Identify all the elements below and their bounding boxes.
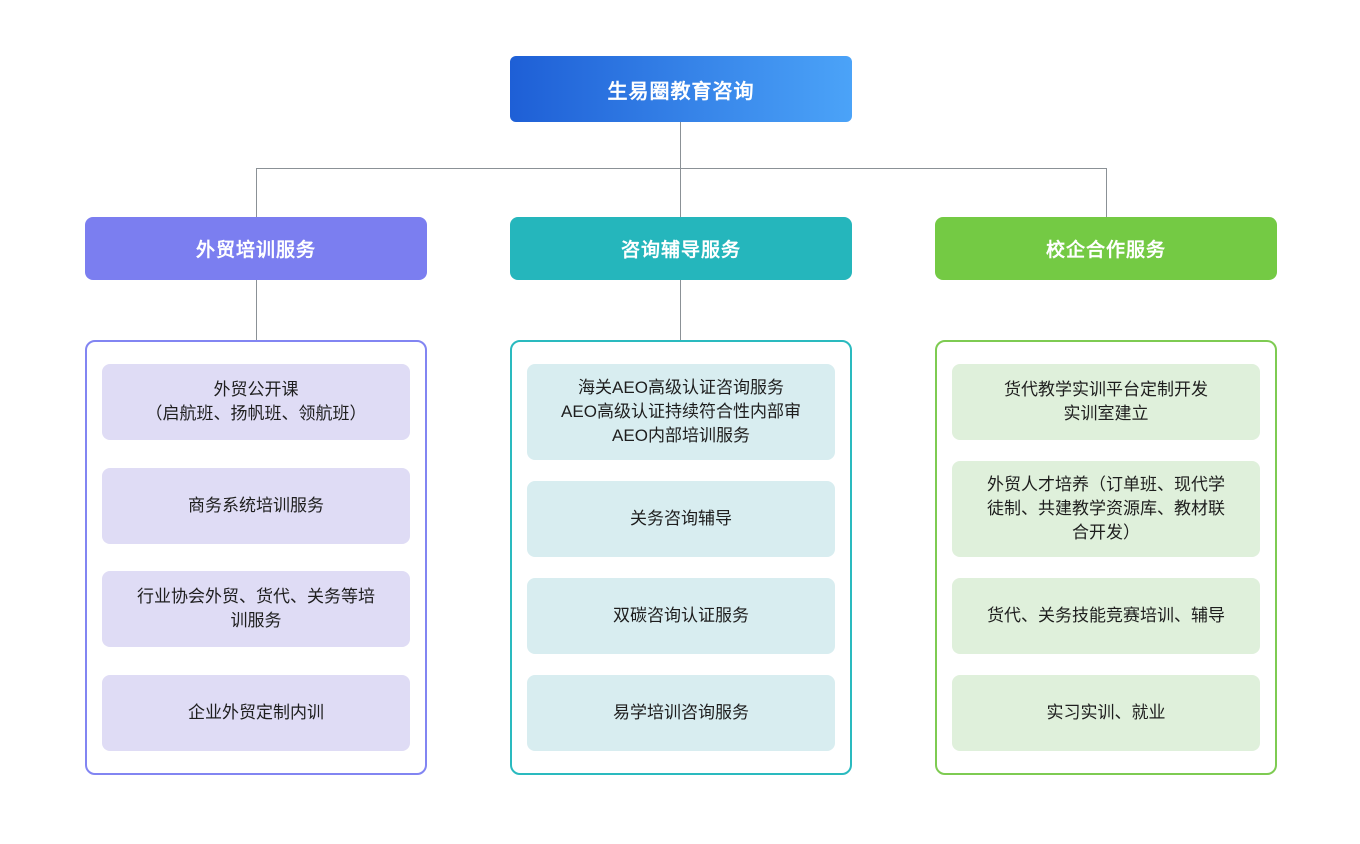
leaf-node-label: 外贸公开课 [213,380,299,399]
branch-header-label: 外贸培训服务 [195,240,316,261]
leaf-node: 企业外贸定制内训 [102,674,410,751]
root-node: 生易圈教育咨询 [510,56,852,122]
leaf-node-label: 行业协会外贸、货代、关务等培训服务 [137,587,375,631]
connector-root-drop [680,122,681,168]
leaf-node: 双碳咨询认证服务 [527,578,835,654]
leaf-node-label: 企业外贸定制内训 [188,702,324,722]
connector-horizontal-bus [256,168,1106,169]
branch-header-label: 校企合作服务 [1045,240,1166,261]
leaf-node: 外贸公开课 （启航班、扬帆班、领航班） [102,364,410,440]
leaf-node-label: AEO高级认证持续符合性内部审 [561,402,801,421]
branch-group-school-enterprise: 货代教学实训平台定制开发 实训室建立 外贸人才培养（订单班、现代学徒制、共建教学… [935,340,1277,775]
branch-header-school-enterprise: 校企合作服务 [935,217,1277,280]
leaf-node-label: AEO内部培训服务 [612,426,750,445]
leaf-node-label: 实习实训、就业 [1046,703,1166,722]
leaf-node-label: 易学培训咨询服务 [613,703,749,722]
leaf-node: 货代教学实训平台定制开发 实训室建立 [952,364,1260,440]
leaf-node: 海关AEO高级认证咨询服务 AEO高级认证持续符合性内部审 AEO内部培训服务 [527,364,835,460]
leaf-node: 易学培训咨询服务 [527,675,835,751]
leaf-node-label: 商务系统培训服务 [188,495,324,515]
branch-header-foreign-trade-training: 外贸培训服务 [85,217,427,280]
leaf-node-label: 海关AEO高级认证咨询服务 [578,378,784,397]
leaf-node-label: 双碳咨询认证服务 [613,606,749,625]
connector-branch2-drop [680,168,681,217]
root-node-label: 生易圈教育咨询 [607,80,755,103]
branch-header-consulting-coaching: 咨询辅导服务 [510,217,852,280]
leaf-node: 实习实训、就业 [952,675,1260,751]
connector-branch3-drop [1106,168,1107,217]
leaf-node: 外贸人才培养（订单班、现代学徒制、共建教学资源库、教材联合开发） [952,461,1260,557]
branch-header-label: 咨询辅导服务 [620,240,741,261]
leaf-node: 关务咨询辅导 [527,481,835,557]
leaf-node-label: （启航班、扬帆班、领航班） [145,404,367,423]
leaf-node-label: 货代教学实训平台定制开发 [1004,380,1208,399]
branch-group-foreign-trade-training: 外贸公开课 （启航班、扬帆班、领航班） 商务系统培训服务 行业协会外贸、货代、关… [85,340,427,775]
leaf-node-label: 货代、关务技能竞赛培训、辅导 [987,606,1225,625]
connector-branch1-drop [256,168,257,217]
leaf-node-label: 外贸人才培养（订单班、现代学徒制、共建教学资源库、教材联合开发） [987,475,1225,542]
connector-branch2-group-drop [680,280,681,340]
leaf-node: 行业协会外贸、货代、关务等培训服务 [102,571,410,648]
leaf-node-label: 关务咨询辅导 [630,509,732,528]
connector-branch1-group-drop [256,280,257,340]
branch-group-consulting-coaching: 海关AEO高级认证咨询服务 AEO高级认证持续符合性内部审 AEO内部培训服务 … [510,340,852,775]
leaf-node-label: 实训室建立 [1063,404,1149,423]
leaf-node: 商务系统培训服务 [102,467,410,544]
leaf-node: 货代、关务技能竞赛培训、辅导 [952,578,1260,654]
